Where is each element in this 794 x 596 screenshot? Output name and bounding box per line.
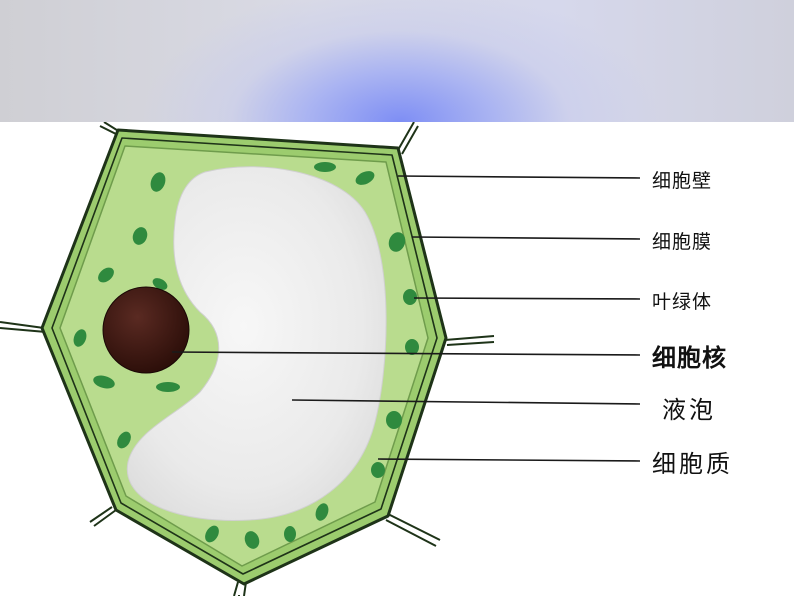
chloroplast — [355, 171, 375, 185]
cell-wall-inner-line — [51, 137, 438, 575]
vacuole — [126, 166, 387, 521]
chloroplast — [403, 289, 417, 305]
chloroplast — [152, 278, 168, 290]
chloroplast — [386, 411, 402, 429]
leader-cytoplasm — [377, 458, 641, 462]
chloroplasts — [73, 162, 419, 549]
leader-chloroplast — [413, 297, 641, 300]
leader-cell-membrane — [411, 236, 641, 240]
leader-vacuole — [291, 399, 641, 405]
chloroplast — [205, 525, 219, 543]
chloroplast — [315, 503, 329, 521]
chloroplast — [244, 531, 260, 549]
nucleus — [102, 286, 190, 374]
label-cell-membrane: 细胞膜 — [652, 231, 713, 253]
leader-cell-wall — [397, 175, 641, 179]
neighbor-walls — [0, 122, 495, 596]
chloroplast — [150, 172, 166, 192]
label-vacuole: 液泡 — [662, 396, 716, 424]
label-cell-wall: 细胞壁 — [652, 170, 713, 192]
chloroplast — [132, 227, 148, 245]
plant-cell-diagram — [0, 122, 641, 596]
chloroplast — [314, 162, 336, 172]
header-banner — [0, 0, 794, 122]
label-cytoplasm: 细胞质 — [652, 450, 733, 478]
label-chloroplast: 叶绿体 — [652, 291, 713, 313]
label-nucleus: 细胞核 — [652, 344, 727, 372]
chloroplast — [388, 232, 406, 252]
chloroplast — [284, 526, 296, 542]
chloroplast — [156, 382, 180, 392]
chloroplast — [93, 375, 115, 389]
leader-lines — [171, 175, 641, 462]
chloroplast — [405, 339, 419, 355]
chloroplast — [371, 462, 385, 478]
leader-nucleus — [171, 351, 641, 356]
chloroplast — [73, 329, 87, 347]
chloroplast — [98, 267, 114, 283]
chloroplast — [117, 431, 131, 449]
